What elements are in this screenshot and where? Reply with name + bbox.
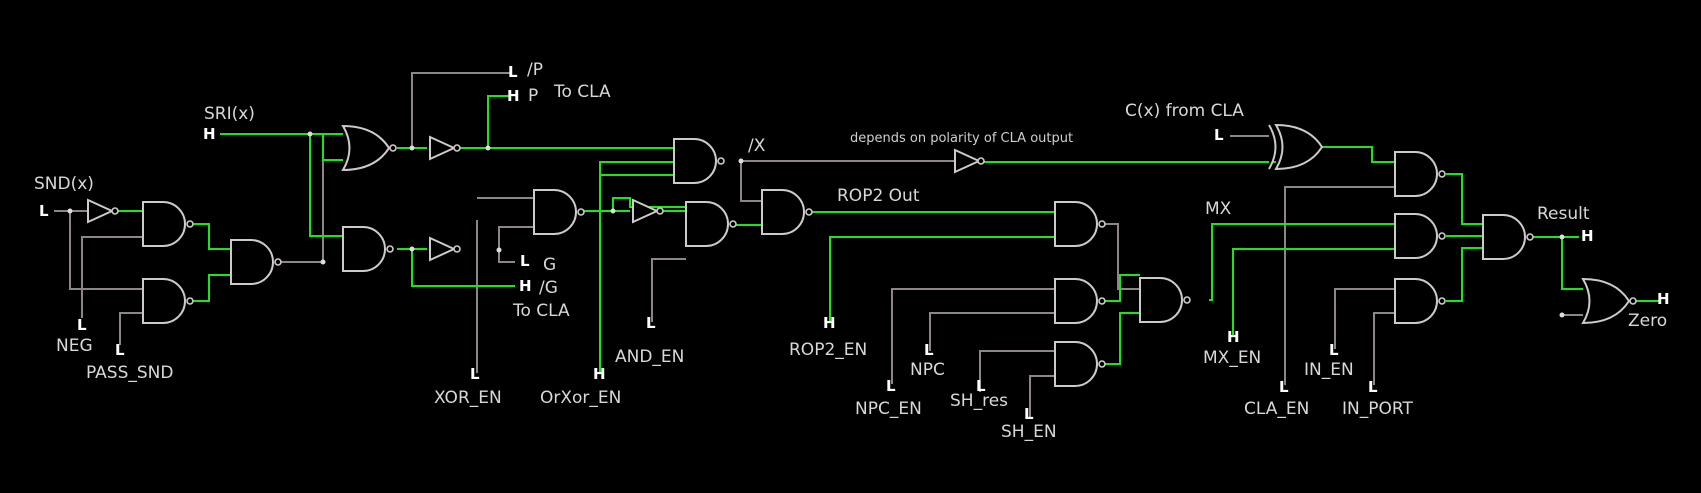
sh-en-label: SH_EN — [1001, 422, 1057, 442]
nand-gate-cla — [1394, 151, 1446, 197]
g-bar-level: H — [519, 277, 532, 295]
nand-gate-mx-c — [1054, 341, 1106, 387]
g-bar-label: /G — [539, 278, 558, 298]
snd-level: L — [39, 202, 49, 220]
mx-label: MX — [1205, 199, 1232, 219]
zero-label: Zero — [1628, 311, 1667, 331]
nand-gate-x — [673, 138, 725, 184]
nand-gate-mx-b — [1054, 278, 1106, 324]
result-label: Result — [1537, 204, 1590, 224]
result-level: H — [1581, 227, 1594, 245]
nor-gate-zero — [1582, 278, 1637, 324]
nor-gate-p — [342, 125, 397, 171]
p-bar-level: L — [508, 63, 518, 81]
nand-gate-1 — [142, 201, 194, 247]
not-gate-x — [954, 149, 985, 173]
npc-en-label: NPC_EN — [855, 399, 922, 419]
nand-gate-mx-a — [1054, 201, 1106, 247]
in-en-label: IN_EN — [1304, 360, 1354, 380]
neg-level: L — [77, 316, 87, 334]
sri-level: H — [203, 125, 216, 143]
g-label: G — [543, 255, 556, 275]
low-wires — [54, 72, 1583, 419]
x-bar-label: /X — [748, 136, 766, 156]
p-level: H — [507, 87, 520, 105]
in-port-label: IN_PORT — [1342, 399, 1413, 419]
nand-gate-3 — [230, 239, 282, 285]
nand-gate-rop2 — [761, 189, 813, 235]
orxor-en-level: H — [593, 365, 606, 383]
nand-gate-xor — [533, 189, 585, 235]
level-markers: L H L L L H L H L H L H L L L L L H L L … — [39, 63, 1670, 423]
cla-en-level: L — [1279, 378, 1289, 396]
sri-label: SRI(x) — [204, 104, 255, 124]
nand-gate-result — [1482, 214, 1534, 260]
nand-gate-in — [1394, 278, 1446, 324]
cx-label: C(x) from CLA — [1125, 101, 1244, 121]
p-bar-label: /P — [527, 60, 543, 80]
xor-gate-cla — [1268, 123, 1324, 171]
junction-dots — [67, 131, 1565, 318]
nand-gate-mx-en — [1394, 213, 1446, 259]
pass-snd-label: PASS_SND — [86, 363, 173, 383]
snd-label: SND(x) — [34, 174, 94, 194]
xor-en-label: XOR_EN — [434, 388, 502, 408]
and-en-label: AND_EN — [615, 347, 684, 367]
sh-res-level: L — [976, 377, 986, 395]
pass-snd-level: L — [115, 341, 125, 359]
and-en-level: L — [646, 314, 656, 332]
npc-level: L — [924, 341, 934, 359]
p-label: P — [528, 86, 538, 106]
neg-label: NEG — [56, 336, 93, 356]
orxor-en-label: OrXor_EN — [540, 388, 621, 408]
not-gate-neg — [87, 199, 119, 223]
zero-level: H — [1657, 290, 1670, 308]
sh-en-level: L — [1024, 405, 1034, 423]
not-gate-and — [632, 199, 664, 223]
mx-en-level: H — [1227, 328, 1240, 346]
rop2-en-level: H — [823, 314, 836, 332]
rop2-out-label: ROP2 Out — [837, 186, 920, 206]
signal-labels: SND(x) SRI(x) NEG PASS_SND /P P To CLA G… — [34, 60, 1667, 442]
nand-gate-g — [342, 226, 394, 272]
npc-label: NPC — [910, 360, 945, 380]
in-en-level: L — [1329, 341, 1339, 359]
to-cla-top-label: To CLA — [553, 82, 611, 102]
sh-res-label: SH_res — [950, 391, 1008, 411]
cla-en-label: CLA_EN — [1244, 399, 1309, 419]
not-gate-p — [429, 136, 461, 160]
nand-gate-mx — [1139, 277, 1191, 323]
rop2-en-label: ROP2_EN — [789, 340, 867, 360]
to-cla-bottom-label: To CLA — [512, 301, 570, 321]
xor-en-level: L — [470, 365, 480, 383]
g-level: L — [520, 252, 530, 270]
nand-gate-2 — [142, 278, 194, 324]
npc-en-level: L — [886, 377, 896, 395]
depends-note: depends on polarity of CLA output — [850, 131, 1073, 146]
mx-en-label: MX_EN — [1203, 348, 1261, 368]
nand-gate-and — [685, 201, 737, 247]
cx-level: L — [1214, 126, 1224, 144]
not-gate-g — [429, 237, 461, 261]
in-port-level: L — [1368, 378, 1378, 396]
